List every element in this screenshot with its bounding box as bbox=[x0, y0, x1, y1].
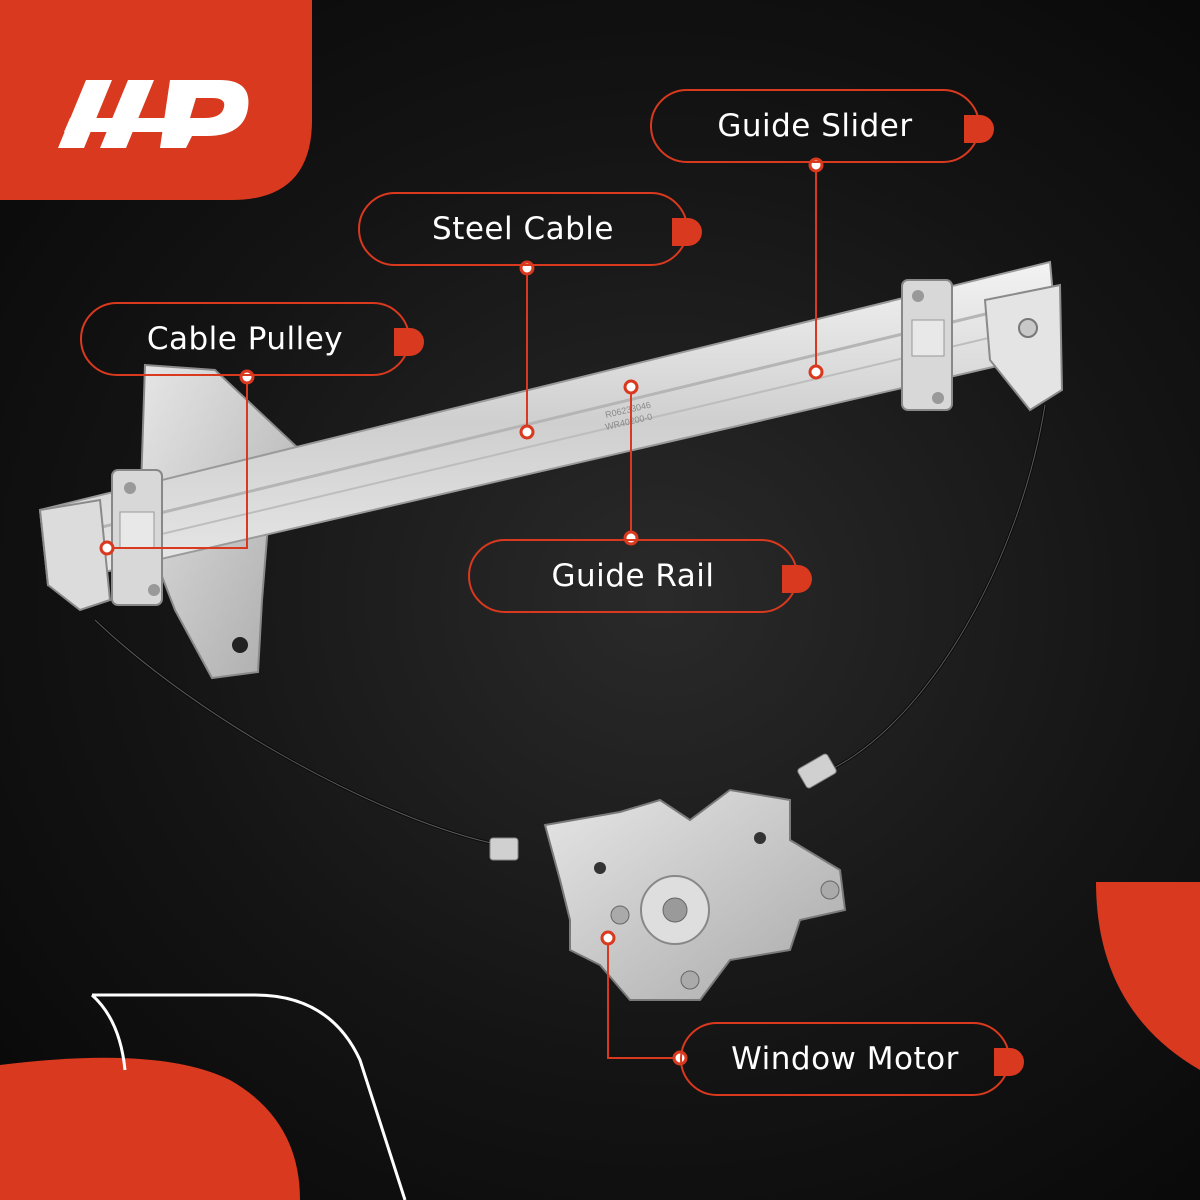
steel-cable-wire bbox=[93, 618, 501, 847]
guide-rail-part: R06233046 WR40200-0 bbox=[38, 260, 1064, 612]
callout-tab bbox=[782, 565, 812, 593]
steel-cable-wire-right bbox=[829, 404, 1047, 772]
callout-window-motor: Window Motor bbox=[680, 1022, 1024, 1096]
callout-tab bbox=[994, 1048, 1024, 1076]
callout-label-window-motor: Window Motor bbox=[731, 1041, 959, 1077]
bracket-hole bbox=[232, 637, 248, 653]
callout-tab bbox=[672, 218, 702, 246]
callout-tab bbox=[964, 115, 994, 143]
cable-sleeve-left bbox=[489, 837, 519, 861]
callout-cable-pulley: Cable Pulley bbox=[80, 302, 424, 376]
corner-shape-top-left bbox=[0, 0, 312, 200]
cable-pulley-part bbox=[111, 469, 163, 606]
corner-shape-bottom-left bbox=[0, 1057, 300, 1200]
corner-outline-bottom-left bbox=[92, 993, 407, 1200]
leader-lines bbox=[107, 165, 817, 1059]
callout-label-cable-pulley: Cable Pulley bbox=[146, 321, 344, 357]
corner-outline-bottom-left-curve bbox=[91, 993, 127, 1071]
corner-shape-right bbox=[1096, 882, 1200, 1070]
cable-highlight-right bbox=[829, 404, 1046, 771]
callout-guide-rail: Guide Rail bbox=[468, 539, 812, 613]
callout-label-guide-slider: Guide Slider bbox=[717, 108, 913, 144]
callout-tab bbox=[394, 328, 424, 356]
callout-label-guide-rail: Guide Rail bbox=[551, 558, 715, 594]
callout-guide-slider: Guide Slider bbox=[650, 89, 994, 163]
guide-slider-part bbox=[901, 279, 953, 411]
brand-logo-icon bbox=[58, 80, 249, 148]
cable-sleeve-right bbox=[797, 753, 837, 789]
cable-highlight bbox=[94, 619, 501, 846]
callout-steel-cable: Steel Cable bbox=[358, 192, 702, 266]
callout-label-steel-cable: Steel Cable bbox=[432, 211, 614, 247]
window-motor-part bbox=[543, 788, 847, 1001]
